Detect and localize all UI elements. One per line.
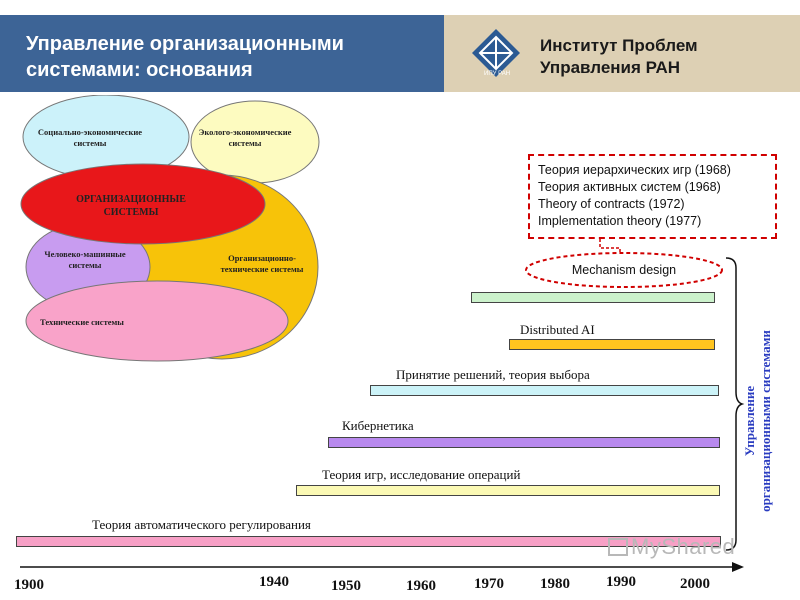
timeline-bar-label: Теория автоматического регулирования	[92, 517, 311, 532]
theories-box: Теория иерархических игр (1968) Теория а…	[528, 154, 777, 239]
timeline-bar	[370, 385, 719, 396]
timeline-axis-arrow	[732, 562, 744, 572]
year-label: 1970	[474, 576, 504, 592]
timeline-bar	[328, 437, 720, 448]
theory-item: Theory of contracts (1972)	[538, 197, 685, 211]
eco-econ-label: Эколого-экономические системы	[198, 127, 292, 148]
timeline-bar	[296, 485, 720, 496]
theory-item: Implementation theory (1977)	[538, 214, 702, 228]
timeline-bar-label: Принятие решений, теория выбора	[396, 367, 590, 382]
socio-econ-label: Социально-экономические системы	[37, 127, 143, 148]
year-label: 1980	[540, 576, 570, 592]
vertical-label: Управление организационными системами	[742, 296, 774, 546]
institute-name-line2: Управления РАН	[540, 58, 681, 77]
timeline-bar	[509, 339, 715, 350]
slide-title: Управление организационными системами: о…	[26, 31, 344, 83]
timeline-bar-label: Теория игр, исследование операций	[322, 467, 521, 482]
watermark: MyShared	[608, 534, 735, 560]
year-label: 1900	[14, 577, 44, 593]
timeline-bar-label: Distributed AI	[520, 322, 595, 337]
year-label: 1950	[331, 578, 361, 594]
watermark-text: MyShared	[631, 534, 736, 559]
timeline-bar	[471, 292, 715, 303]
institute-name-line1: Институт Проблем	[540, 36, 698, 55]
slide-title-line2: системами: основания	[26, 59, 253, 81]
presentation-icon	[608, 538, 628, 556]
institute-logo-icon: ИПУ РАН	[472, 29, 520, 77]
technical-label: Технические системы	[40, 317, 124, 327]
year-label: 2000	[680, 576, 710, 592]
logo-text: ИПУ РАН	[484, 71, 510, 77]
slide-title-banner: Управление организационными системами: о…	[0, 15, 444, 92]
systems-diagram	[20, 95, 320, 362]
org-systems-ellipse	[20, 163, 266, 245]
slide-title-line1: Управление организационными	[26, 33, 344, 55]
timeline-bar	[16, 536, 721, 547]
year-label: 1940	[259, 574, 289, 590]
timeline-brace	[725, 257, 745, 551]
vertical-label-line2: организационными системами	[758, 330, 773, 512]
mechanism-design-label: Mechanism design	[571, 263, 677, 277]
man-machine-label: Человеко-машинные системы	[44, 249, 126, 270]
mechanism-design-ellipse	[525, 252, 723, 288]
org-systems-label: ОРГАНИЗАЦИОННЫЕ СИСТЕМЫ	[76, 194, 186, 218]
org-tech-label: Организационно-технические системы	[220, 253, 304, 274]
institute-banner: ИПУ РАН Институт Проблем Управления РАН	[444, 15, 800, 92]
year-label: 1990	[606, 574, 636, 590]
connector-line	[599, 239, 621, 255]
theory-item: Теория активных систем (1968)	[538, 180, 721, 194]
timeline-bar-label: Кибернетика	[342, 418, 414, 433]
year-label: 1960	[406, 578, 436, 594]
institute-name: Институт Проблем Управления РАН	[540, 35, 698, 79]
theory-item: Теория иерархических игр (1968)	[538, 163, 731, 177]
vertical-label-line1: Управление	[742, 385, 757, 457]
technical-ellipse	[25, 280, 289, 362]
